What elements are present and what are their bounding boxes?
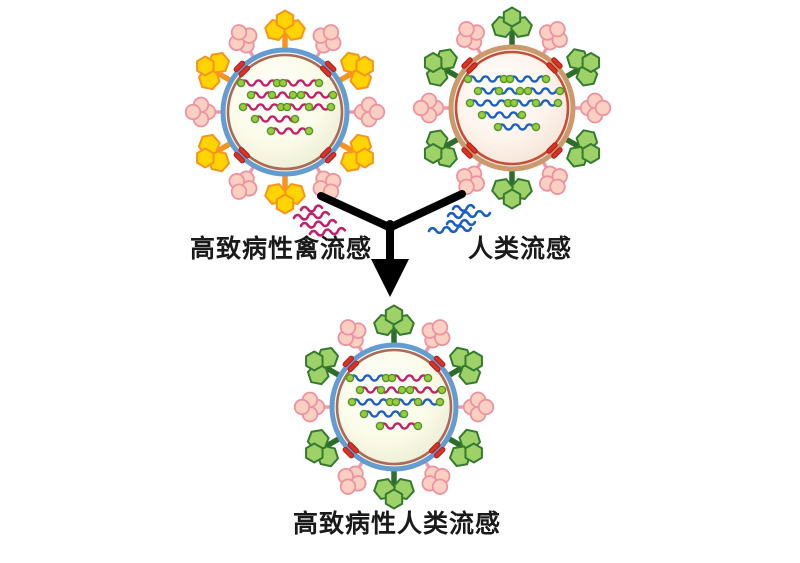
m2-channel-icon xyxy=(546,57,563,74)
rna-segment xyxy=(405,385,447,395)
rna-segment xyxy=(391,397,445,407)
ha-spike-icon xyxy=(196,51,240,91)
rna-segment xyxy=(509,98,563,108)
human-flu-label: 人类流感 xyxy=(467,234,573,263)
envelope-inner-ring xyxy=(226,53,344,171)
envelope-inner-ring xyxy=(335,348,453,466)
envelope-outer-ring xyxy=(448,44,576,172)
avian-rna-fragments xyxy=(292,204,347,237)
na-spike-icon xyxy=(341,96,386,128)
rna-segment xyxy=(238,102,286,112)
na-spike-icon xyxy=(184,96,229,128)
rna-segment xyxy=(359,409,409,419)
reassortment-arrow-icon xyxy=(317,190,466,297)
rna-segment xyxy=(347,397,395,407)
m2-channel-icon xyxy=(546,142,563,159)
ha-spike-icon xyxy=(373,304,415,353)
ha-spike-icon xyxy=(491,6,533,55)
rna-segment xyxy=(246,90,298,100)
ha-spike-icon xyxy=(423,129,468,168)
rna-segment xyxy=(266,126,314,136)
human-influenza-virus xyxy=(412,6,612,210)
ha-spike-icon xyxy=(330,51,374,91)
m2-channel-icon xyxy=(461,57,478,74)
rna-segment xyxy=(236,78,282,88)
na-spike-icon xyxy=(456,20,487,62)
ha-spike-icon xyxy=(491,161,533,210)
na-spike-icon xyxy=(293,391,338,423)
na-spike-icon xyxy=(567,92,612,124)
na-spike-icon xyxy=(537,154,568,196)
rna-segment xyxy=(296,90,338,100)
rna-segment xyxy=(473,86,525,96)
rna-segment xyxy=(523,86,565,96)
na-spike-icon xyxy=(228,159,259,200)
envelope-inner-ring xyxy=(454,50,570,166)
na-spike-icon xyxy=(537,20,568,62)
m2-channel-icon xyxy=(233,60,251,78)
rna-segment xyxy=(463,74,509,84)
m2-channel-icon xyxy=(461,142,478,159)
na-spike-icon xyxy=(420,319,451,360)
m2-channel-icon xyxy=(319,60,337,78)
rna-segment xyxy=(387,373,433,383)
na-spike-icon xyxy=(450,391,495,423)
m2-channel-icon xyxy=(428,441,446,459)
avian-flu-label: 高致病性禽流感 xyxy=(189,234,373,263)
m2-channel-icon xyxy=(342,441,360,459)
ha-spike-icon xyxy=(264,9,306,58)
m2-channel-icon xyxy=(428,355,446,373)
ha-spike-icon xyxy=(439,346,483,386)
rna-segment xyxy=(375,421,423,431)
m2-channel-icon xyxy=(233,146,251,164)
na-spike-icon xyxy=(311,24,342,65)
m2-channel-icon xyxy=(342,355,360,373)
rna-segment xyxy=(505,74,551,84)
rna-segment xyxy=(278,78,324,88)
rna-segment xyxy=(282,102,336,112)
ha-spike-icon xyxy=(439,428,483,468)
rna-segment xyxy=(493,122,541,132)
envelope-outer-ring xyxy=(329,342,459,472)
rna-segment xyxy=(477,110,527,120)
na-spike-icon xyxy=(412,92,457,124)
rna-segment xyxy=(465,98,513,108)
m2-channel-icon xyxy=(319,146,337,164)
avian-influenza-virus xyxy=(184,9,386,215)
rna-segment xyxy=(355,385,407,395)
human-rna-fragments xyxy=(427,203,492,235)
reassortant-influenza-virus xyxy=(293,304,495,510)
rna-segment xyxy=(250,114,300,124)
envelope-outer-ring xyxy=(220,47,350,177)
ha-spike-icon xyxy=(330,133,374,173)
reassortant-flu-label: 高致病性人类流感 xyxy=(292,509,502,538)
